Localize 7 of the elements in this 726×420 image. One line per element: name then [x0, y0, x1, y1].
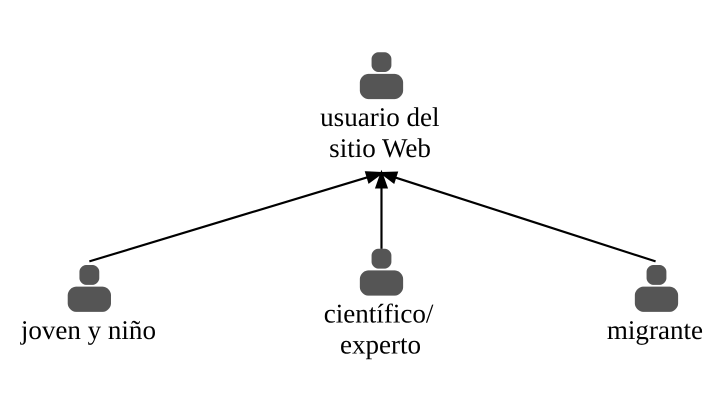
node-label: migrante	[606, 314, 703, 345]
arrow	[374, 170, 388, 249]
node-label: científico/ experto	[324, 298, 434, 360]
arrow	[89, 171, 385, 262]
node-label: joven y niño	[20, 314, 156, 345]
node-label: usuario del sitio Web	[320, 102, 440, 163]
arrow	[378, 172, 656, 262]
